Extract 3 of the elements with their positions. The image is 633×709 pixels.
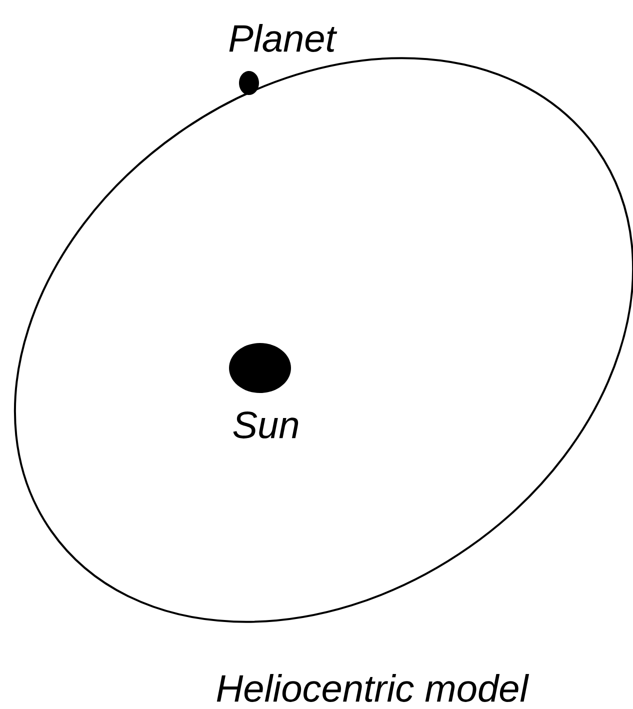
label: Sun <box>233 412 298 438</box>
label: Planet <box>229 24 338 52</box>
caption: Heliocentric model <box>216 674 530 702</box>
